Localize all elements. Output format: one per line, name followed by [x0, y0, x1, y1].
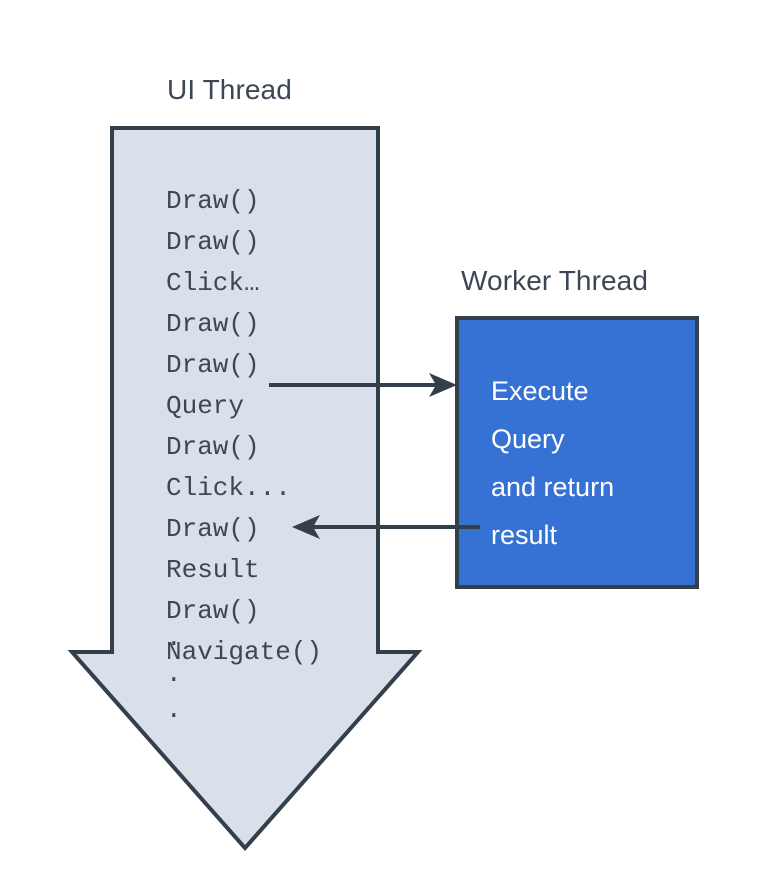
- worker-thread-title: Worker Thread: [461, 265, 649, 296]
- continuation-dot: .: [166, 623, 182, 653]
- worker-text-line: Execute: [491, 376, 589, 406]
- call-stack-line: Draw(): [166, 186, 260, 216]
- worker-text-line: result: [491, 520, 558, 550]
- query-connector: [269, 373, 457, 397]
- ui-thread-arrow-shape: [67, 126, 423, 852]
- ui-thread-title: UI Thread: [167, 74, 292, 105]
- worker-thread-box-shape: [455, 316, 699, 589]
- query-arrowhead-icon: [429, 373, 457, 397]
- continuation-dot: .: [166, 659, 182, 689]
- call-stack-line: Draw(): [166, 350, 260, 380]
- call-stack-line: Click...: [166, 473, 291, 503]
- call-stack-line-result: Result: [166, 555, 260, 585]
- worker-text-line: Query: [491, 424, 565, 454]
- worker-text-line: and return: [491, 472, 615, 502]
- call-stack-line: Click…: [166, 268, 260, 298]
- result-arrowhead-icon: [292, 515, 320, 539]
- call-stack-line-navigate: Navigate(): [166, 637, 323, 667]
- ui-thread-call-stack: Draw() Draw() Click… Draw() Draw() Query…: [166, 181, 396, 673]
- call-stack-line: Draw(): [166, 514, 260, 544]
- call-stack-line-query: Query: [166, 391, 245, 421]
- call-stack-line: Draw(): [166, 227, 260, 257]
- ui-thread-continuation-dots: . . .: [166, 620, 286, 728]
- continuation-dot: .: [166, 695, 182, 725]
- call-stack-line: Draw(): [166, 596, 260, 626]
- call-stack-line: Draw(): [166, 432, 260, 462]
- worker-thread-body-text: Execute Query and return result: [491, 367, 696, 559]
- result-connector: [292, 515, 480, 539]
- call-stack-line: Draw(): [166, 309, 260, 339]
